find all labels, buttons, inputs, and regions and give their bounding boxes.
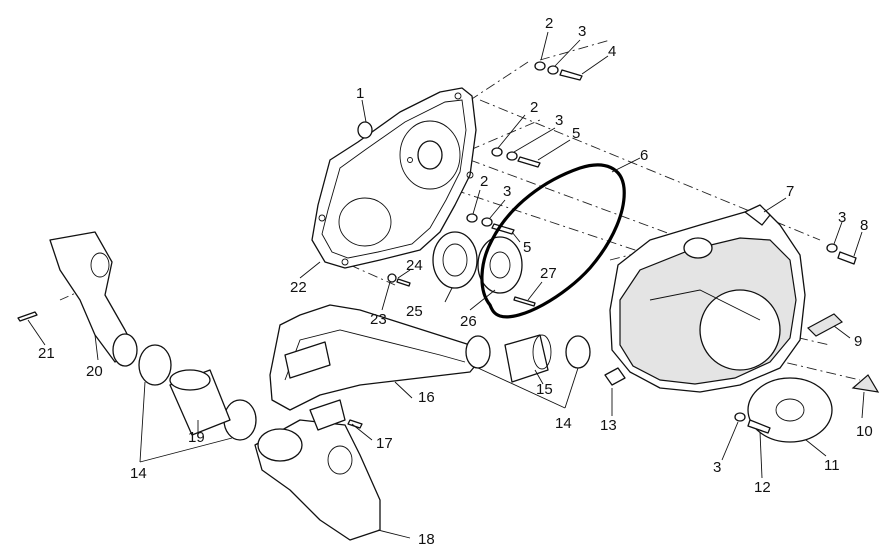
callout-20: 20	[86, 363, 103, 380]
callout-10: 10	[856, 423, 873, 440]
callout-1: 1	[356, 85, 364, 102]
decal-9	[807, 313, 843, 337]
callout-3: 3	[578, 23, 586, 40]
callouts: 1 2 3 4 2 3 5 6 2 3 5 7 3 8 9 10 11 12 3…	[38, 15, 873, 548]
seal-and-plate	[432, 231, 536, 307]
left-duct	[17, 231, 138, 367]
callout-13: 13	[600, 417, 617, 434]
callout-25: 25	[406, 303, 423, 320]
hardware-top	[357, 61, 583, 287]
callout-3: 3	[713, 459, 721, 476]
clamps-and-couplers	[138, 334, 591, 441]
leader-lines	[27, 31, 865, 539]
callout-17: 17	[376, 435, 393, 452]
drive-belt	[480, 163, 626, 319]
callout-2: 2	[480, 173, 488, 190]
callout-14: 14	[130, 465, 147, 482]
callout-2: 2	[530, 99, 538, 116]
callout-7: 7	[786, 183, 794, 200]
callout-8: 8	[860, 217, 868, 234]
callout-21: 21	[38, 345, 55, 362]
callout-4: 4	[608, 43, 616, 60]
inner-clutch-cover	[311, 87, 477, 269]
tube	[169, 369, 231, 436]
callout-19: 19	[188, 429, 205, 446]
callout-23: 23	[370, 311, 387, 328]
callout-6: 6	[640, 147, 648, 164]
callout-5: 5	[572, 125, 580, 142]
washer-1	[357, 121, 373, 139]
callout-11: 11	[824, 457, 840, 474]
callout-15: 15	[536, 381, 553, 398]
callout-26: 26	[460, 313, 477, 330]
callout-24: 24	[406, 257, 423, 274]
callout-3: 3	[503, 183, 511, 200]
callout-18: 18	[418, 531, 435, 548]
cap-11	[747, 377, 833, 443]
callout-2: 2	[545, 15, 553, 32]
callout-12: 12	[754, 479, 771, 496]
callout-9: 9	[854, 333, 862, 350]
callout-5: 5	[523, 239, 531, 256]
outer-clutch-cover	[604, 204, 806, 393]
lower-duct	[254, 399, 381, 541]
callout-3: 3	[555, 112, 563, 129]
hardware-right	[734, 243, 880, 443]
callout-27: 27	[540, 265, 557, 282]
callout-22: 22	[290, 279, 307, 296]
decal-10	[851, 374, 880, 393]
callout-3: 3	[838, 209, 846, 226]
callout-16: 16	[418, 389, 435, 406]
callout-14: 14	[555, 415, 572, 432]
